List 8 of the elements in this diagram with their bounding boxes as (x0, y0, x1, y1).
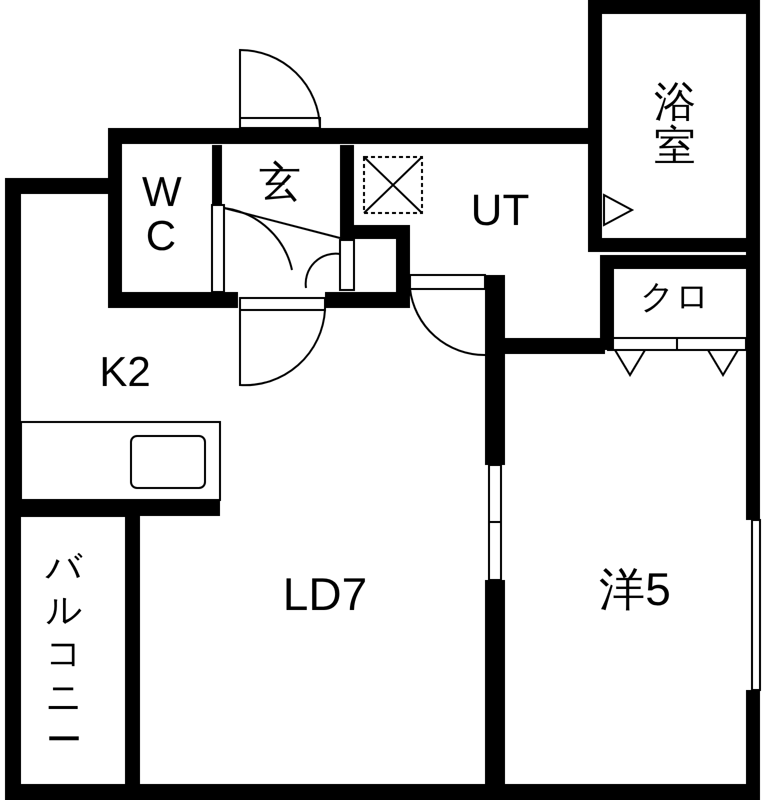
room-label: 洋5 (570, 565, 700, 614)
room-label: LD7 (250, 570, 400, 618)
room-label: クロ (620, 280, 730, 316)
room-label: W C (142, 170, 180, 258)
room-label: 浴室 (652, 80, 698, 168)
room-label: 玄 (240, 160, 320, 204)
room-label: K2 (70, 350, 180, 394)
room-label: UT (440, 188, 560, 234)
